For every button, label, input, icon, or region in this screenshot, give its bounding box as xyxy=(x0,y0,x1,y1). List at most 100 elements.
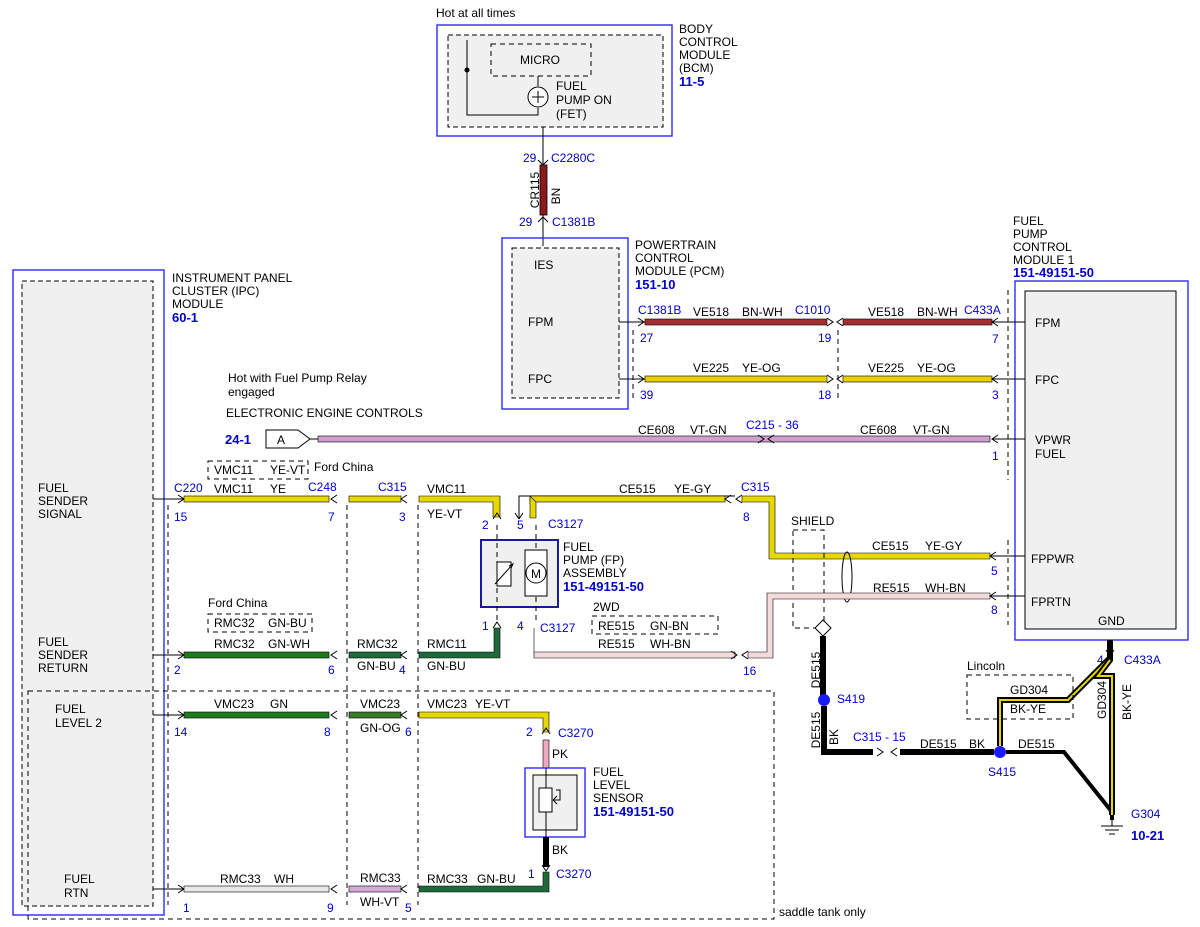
fpcm-module-box xyxy=(1014,280,1189,641)
rmc11-circuit: RMC11 xyxy=(427,637,467,651)
fpcm-gnd-label: GND xyxy=(1098,614,1125,628)
s419-label: S419 xyxy=(837,692,865,706)
ipc-inner-box xyxy=(21,280,154,907)
ce515-top-color: YE-GY xyxy=(674,482,711,496)
de515-ground-wire xyxy=(1006,750,1114,820)
bcm-hot-label: Hot at all times xyxy=(436,6,515,20)
vmc23-yevt-color: YE-VT xyxy=(475,697,511,711)
vmc23-c315-connector-icon xyxy=(400,710,408,720)
vmc23-gn-wire xyxy=(183,711,330,719)
fpm-pcm-pin: 27 xyxy=(640,331,654,345)
vpwr-hot-line1: Hot with Fuel Pump Relay xyxy=(228,371,367,385)
level-sensor-box xyxy=(524,767,586,838)
rmc33-ipc-pin: 1 xyxy=(183,901,190,915)
c433a-fpm-label: C433A xyxy=(964,303,1001,317)
rmc33-whvt-wire xyxy=(348,885,402,893)
c315-15-label: C315 - 15 xyxy=(853,730,906,744)
ipc-ref: 60-1 xyxy=(172,310,198,325)
saddle-tank-label: saddle tank only xyxy=(779,905,866,919)
eec-section-label: ELECTRONIC ENGINE CONTROLS xyxy=(226,406,423,420)
g304-ref: 10-21 xyxy=(1131,828,1164,843)
pcm-inner-box xyxy=(511,247,620,399)
ve225-right-wire xyxy=(842,375,993,383)
c3270-bottom-connector-icon xyxy=(541,864,551,872)
rmc33-circuit: RMC33 xyxy=(220,872,261,886)
level-sensor-resistor-icon xyxy=(538,787,553,813)
g304-label: G304 xyxy=(1131,807,1161,821)
vpwr-hot-line2: engaged xyxy=(228,385,275,399)
rmc32-c315-pin: 4 xyxy=(399,663,406,677)
c433a-fpm-pin: 7 xyxy=(992,332,999,346)
connector-column-dashes xyxy=(167,505,419,905)
vmc11-yevt-color: YE-VT xyxy=(427,507,463,521)
gd304-color: BK-YE xyxy=(1120,684,1134,720)
vmc11-circuit: VMC11 xyxy=(214,482,253,496)
rmc32-ipc-pin: 2 xyxy=(174,663,181,677)
cr115-color: BN xyxy=(549,188,563,205)
ve518-right-circuit: VE518 xyxy=(868,305,904,319)
pk-wire xyxy=(542,739,550,769)
rmc32-alt-circuit: RMC32 xyxy=(214,616,255,630)
rmc33-gnbu-wire xyxy=(418,871,550,893)
fpcm-title-line2: PUMP xyxy=(1013,227,1048,241)
ce608-left-color: VT-GN xyxy=(690,423,727,437)
rmc32-circuit: RMC32 xyxy=(214,637,255,651)
vmc23-gnog-color: GN-OG xyxy=(360,721,401,735)
rmc33-whvt-circuit: RMC33 xyxy=(360,871,401,885)
fpcm-fprtn-label: FPRTN xyxy=(1031,595,1071,609)
ipc-sender-return-line1: FUEL xyxy=(38,635,69,649)
re515-2wd-label: 2WD xyxy=(593,600,620,614)
shield-box xyxy=(792,529,825,629)
fpm-pcm-conn-label: C1381B xyxy=(638,303,681,317)
vmc23-gnog-wire xyxy=(348,711,402,719)
fuel-pump-ref: 151-49151-50 xyxy=(563,579,644,594)
fp-conn-top: C3127 xyxy=(548,517,584,531)
eec-ref: 24-1 xyxy=(225,432,251,447)
rmc33-mid-connector-icon xyxy=(330,884,338,894)
de515-ground-circuit: DE515 xyxy=(1018,737,1055,751)
rmc11-gnbu-wire xyxy=(418,627,501,659)
c3270-top-pin: 2 xyxy=(526,725,533,739)
rmc32-alt-box xyxy=(207,613,313,633)
pcm-title-line2: CONTROL xyxy=(635,251,694,265)
pcm-module-box xyxy=(501,237,629,410)
re515-circuit: RE515 xyxy=(598,637,635,651)
motor-icon xyxy=(525,562,547,584)
ipc-sender-return-line3: RETURN xyxy=(38,661,88,675)
ce608-fpcm-connector-icon xyxy=(991,434,999,444)
c315-re515-connector-icon xyxy=(730,650,749,660)
c433a-gnd-label: C433A xyxy=(1124,653,1161,667)
ce608-right-circuit: CE608 xyxy=(860,423,897,437)
bcm-micro-box xyxy=(490,43,592,77)
rmc32-gnbu-color: GN-BU xyxy=(357,659,396,673)
de515-vertical-label-1: DE515 xyxy=(809,651,823,688)
c315-vmc11-pin: 3 xyxy=(399,510,406,524)
vmc11-yevt-circuit: VMC11 xyxy=(427,482,466,496)
vmc11-ye-wire xyxy=(183,495,330,503)
gd304-wire xyxy=(1096,659,1113,815)
gd304-alt-circuit: GD304 xyxy=(1010,683,1048,697)
ve518-left-wire xyxy=(644,318,828,326)
fp-conn-bottom: C3127 xyxy=(540,621,576,635)
bk-wire xyxy=(543,837,549,867)
offpage-arrow-icon xyxy=(265,429,311,449)
bcm-title-line2: CONTROL xyxy=(679,35,738,49)
fpcm-fpm-label: FPM xyxy=(1035,316,1060,330)
level-sensor-title-line3: SENSOR xyxy=(593,791,644,805)
rmc32-alt-color: GN-BU xyxy=(268,616,307,630)
motor-label: M xyxy=(531,567,541,581)
ipc-module-box xyxy=(12,269,165,916)
de515-s419-wire xyxy=(821,706,873,755)
rmc33-whvt-color: WH-VT xyxy=(360,895,400,909)
ipc-title-line2: CLUSTER (IPC) xyxy=(172,284,259,298)
ve225-left-wire xyxy=(644,375,828,383)
fpcm-vpwr-line1: VPWR xyxy=(1035,433,1071,447)
rmc33-color: WH xyxy=(274,872,294,886)
vmc23-color: GN xyxy=(270,697,288,711)
fuel-pump-title-line3: ASSEMBLY xyxy=(563,566,627,580)
fp-pin2: 2 xyxy=(482,518,489,532)
ipc-sender-signal-line1: FUEL xyxy=(38,481,69,495)
bcm-title-line4: (BCM) xyxy=(679,61,714,75)
bcm-feed-line xyxy=(466,40,539,116)
pcm-title-line3: MODULE (PCM) xyxy=(635,264,724,278)
